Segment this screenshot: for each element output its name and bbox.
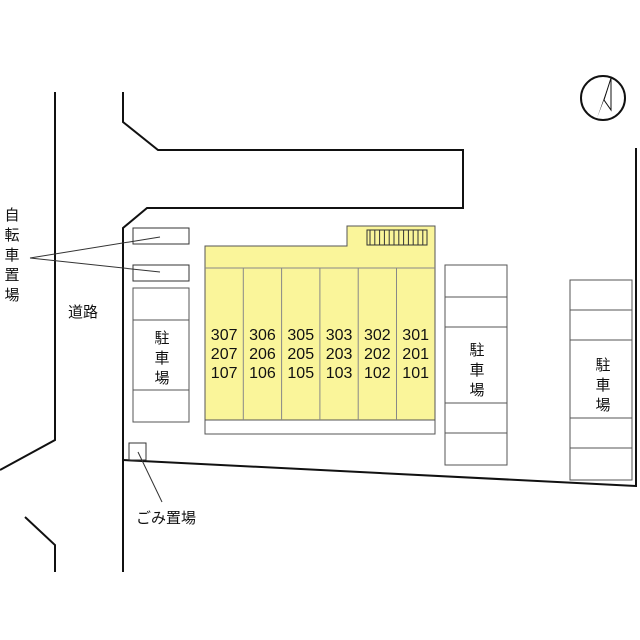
road-bottom-left-edge: [24, 516, 56, 572]
road-label: 道路: [68, 303, 98, 321]
label-char: 車: [154, 349, 169, 367]
unit-number: 105: [287, 365, 314, 382]
label-char: 車: [4, 246, 19, 264]
unit-number: 205: [287, 346, 314, 363]
unit-number: 101: [402, 365, 429, 382]
garbage-pointer-line: [137, 451, 163, 503]
apartment-building: 307 207 107 306 206 106 305 205 105 303 203 103 302 2…: [204, 225, 436, 435]
garbage-label: ごみ置場: [136, 509, 196, 527]
unit-number: 202: [364, 346, 391, 363]
bicycle-pointer-line: [29, 236, 161, 259]
unit-number: 302: [364, 327, 391, 344]
label-char: 場: [4, 286, 19, 304]
parking-center-label: 駐車場: [469, 341, 484, 399]
unit-number: 207: [211, 346, 238, 363]
unit-number: 305: [287, 327, 314, 344]
label-char: 駐: [154, 329, 169, 347]
label-char: 場: [469, 381, 484, 399]
label-char: 転: [4, 226, 19, 244]
road-left-edge: [0, 92, 56, 471]
unit-number: 102: [364, 365, 391, 382]
label-char: 駐: [595, 356, 610, 374]
label-char: 置: [4, 266, 19, 284]
unit-number: 107: [211, 365, 238, 382]
site-boundary-top: [122, 92, 464, 572]
bicycle-parking-slot: [132, 227, 190, 245]
unit-number: 206: [249, 346, 276, 363]
unit-number: 306: [249, 327, 276, 344]
unit-number: 301: [402, 327, 429, 344]
unit-columns: 307 207 107 306 206 106 305 205 105 303 203 103 302 2…: [211, 268, 429, 420]
label-char: 車: [469, 361, 484, 379]
label-char: 自: [4, 206, 19, 224]
label-char: 駐: [469, 341, 484, 359]
unit-number: 201: [402, 346, 429, 363]
parking-left-label: 駐車場: [154, 329, 169, 387]
unit-number: 307: [211, 327, 238, 344]
label-char: 場: [595, 396, 610, 414]
parking-left: [132, 287, 190, 423]
site-boundary-right-bottom: [122, 148, 637, 488]
bicycle-pointer-line: [29, 257, 161, 273]
staircase: [366, 229, 428, 246]
bicycle-parking-slot: [132, 264, 190, 282]
garbage-box: [128, 442, 147, 461]
unit-number: 103: [326, 365, 353, 382]
unit-number: 106: [249, 365, 276, 382]
unit-number: 303: [326, 327, 353, 344]
north-arrow-icon: [580, 75, 626, 121]
parking-right-label: 駐車場: [595, 356, 610, 414]
parking-center: [444, 264, 508, 466]
label-char: 車: [595, 376, 610, 394]
parking-right: [569, 279, 633, 481]
label-char: 場: [154, 369, 169, 387]
unit-number: 203: [326, 346, 353, 363]
